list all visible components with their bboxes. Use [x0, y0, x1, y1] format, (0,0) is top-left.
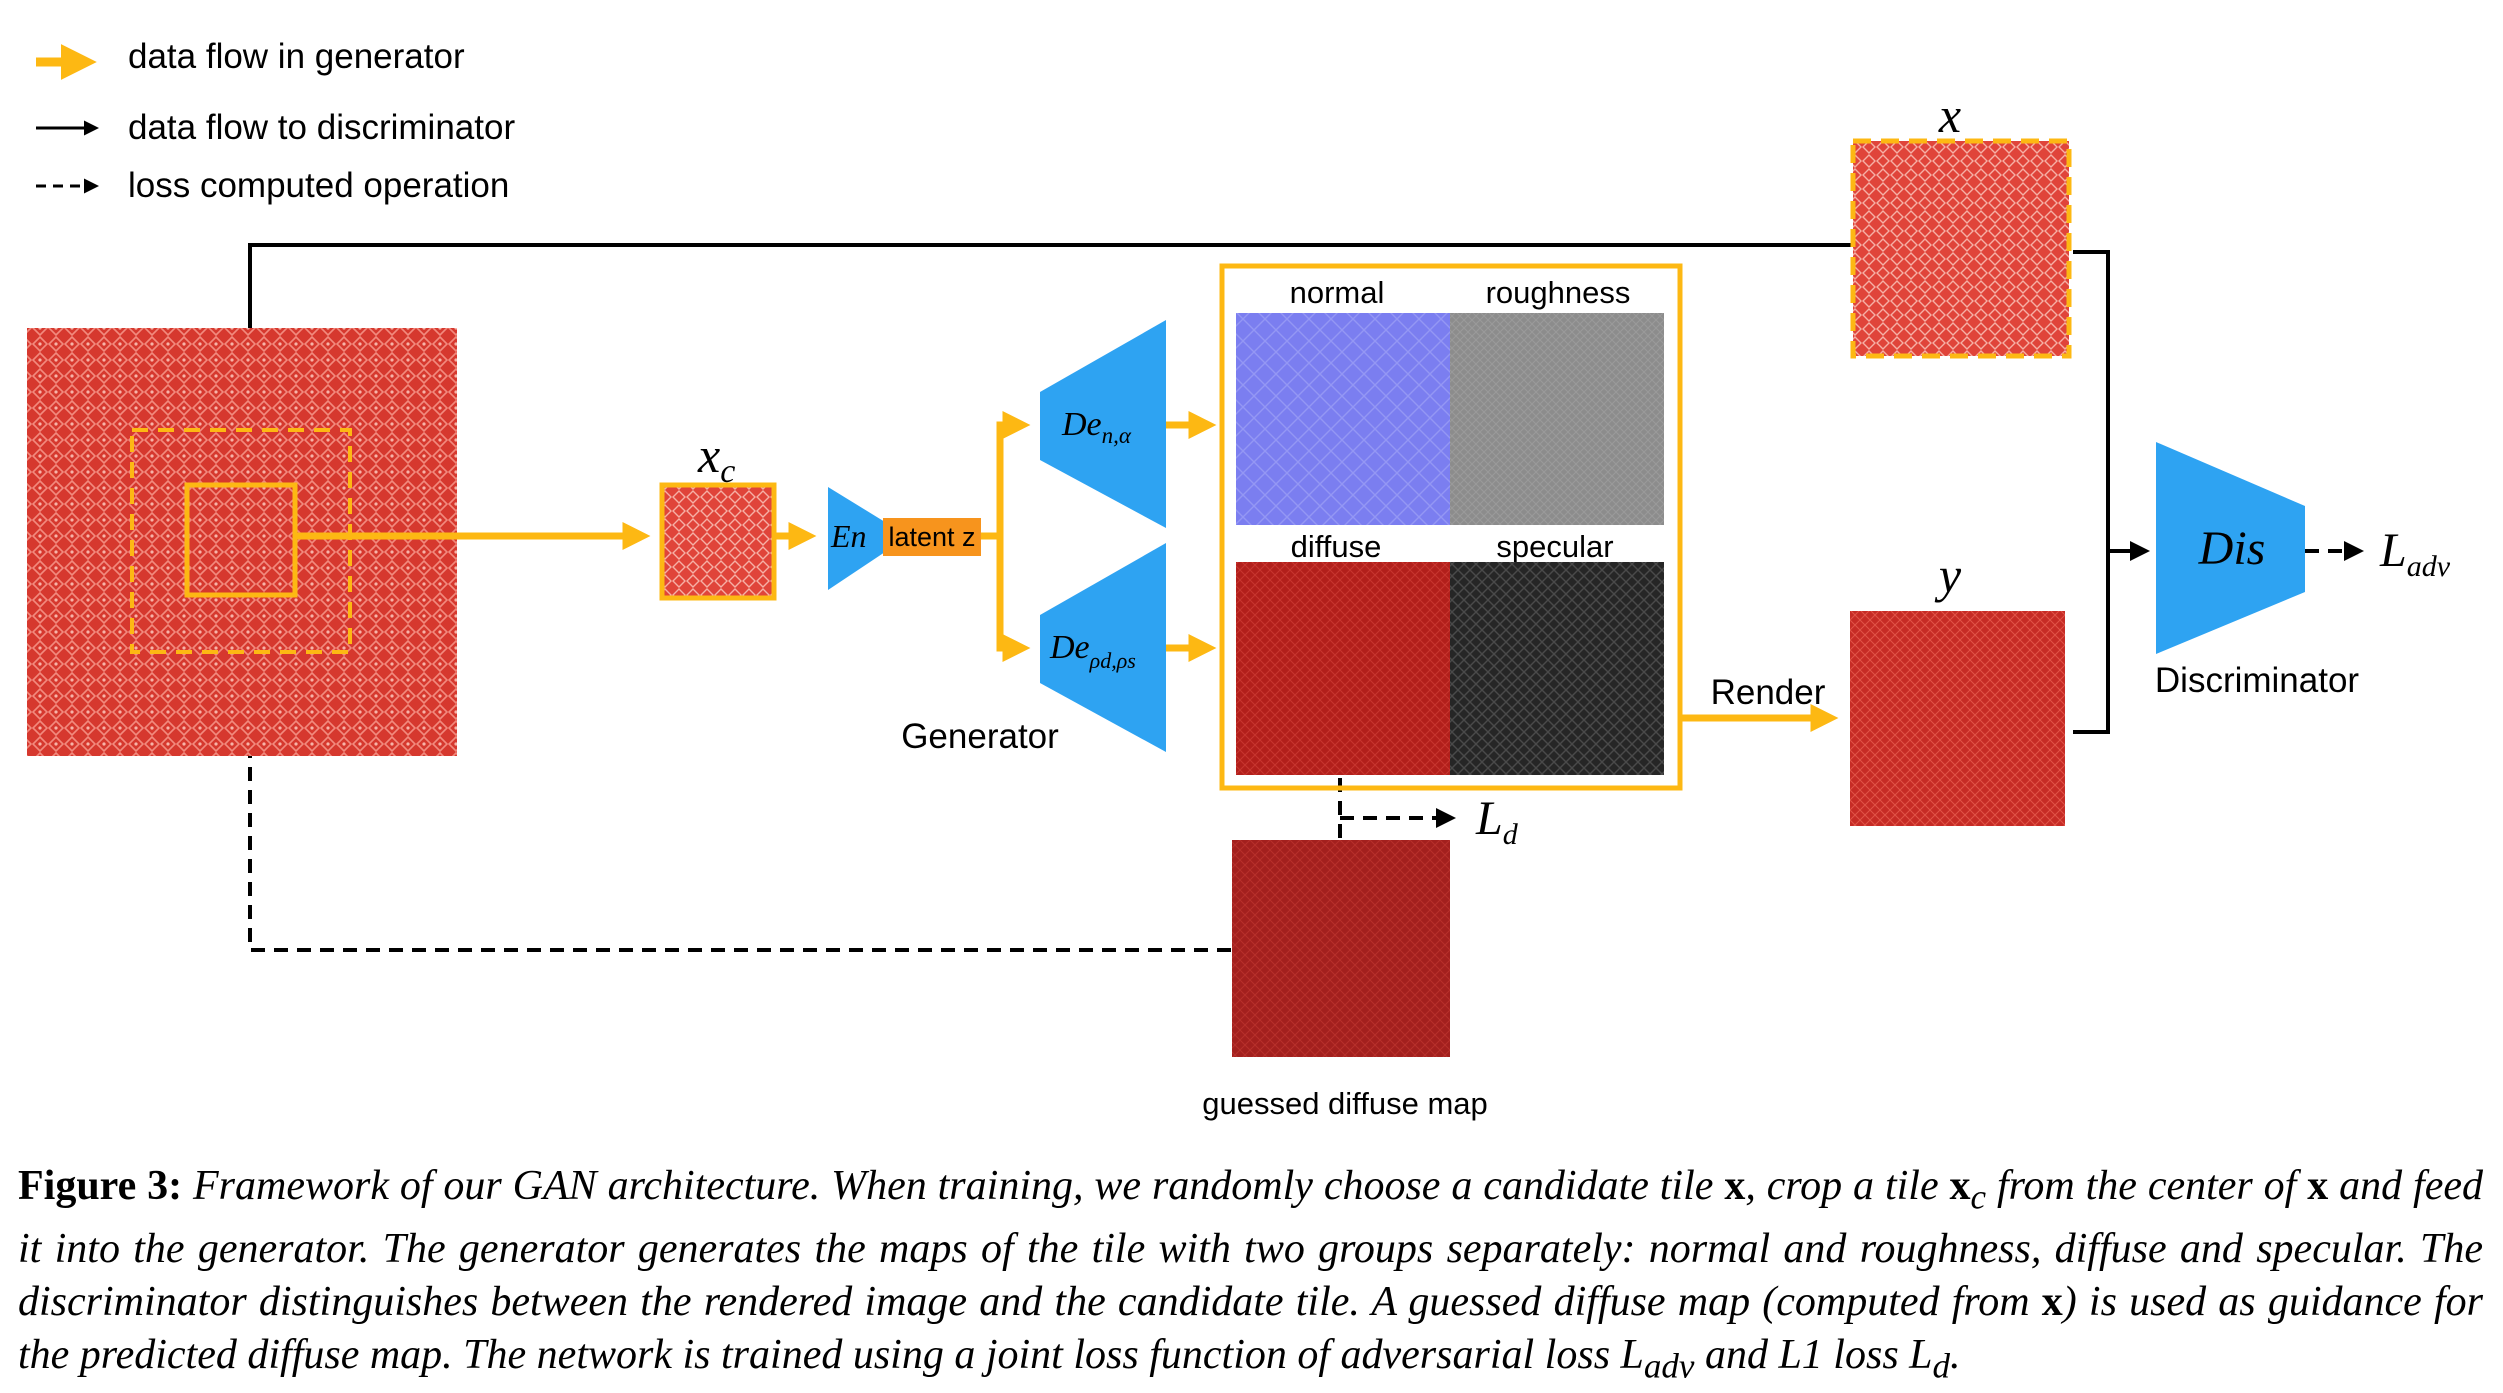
encoder-label: En	[830, 518, 867, 554]
cropped-tile-xc	[659, 482, 777, 601]
decoder-normal-roughness	[1040, 320, 1166, 528]
discriminator-block	[2156, 442, 2305, 654]
caption-ladv-sub: adv	[1643, 1346, 1695, 1386]
caption-x-3: x	[2041, 1279, 2063, 1326]
input-texture-x	[27, 328, 457, 756]
caption-ld-sub: d	[1932, 1346, 1951, 1386]
latent-z-label: latent z	[888, 522, 975, 552]
caption-xc-sub: c	[1970, 1177, 1987, 1217]
generator-label: Generator	[901, 717, 1059, 756]
latent-to-dec1-arrow	[980, 411, 1031, 540]
y-label: y	[1934, 547, 1962, 603]
crop-region-dashed	[130, 428, 352, 654]
specular-label: specular	[1496, 529, 1613, 564]
guessed-diffuse-label: guessed diffuse map	[1202, 1086, 1488, 1121]
encoder-block	[828, 487, 885, 590]
specular-map	[1450, 562, 1664, 775]
x-candidate-label: x	[1938, 87, 1961, 143]
dis-inputs-line	[2073, 250, 2110, 734]
rendered-image-y	[1850, 611, 2065, 826]
ld-label: Ld	[1475, 792, 1519, 851]
render-label: Render	[1711, 673, 1826, 712]
caption-text-1: Framework of our GAN architecture. When …	[182, 1163, 1725, 1209]
decoder-diffuse-specular	[1040, 543, 1166, 752]
roughness-map	[1450, 313, 1664, 525]
guessed-diffuse-map	[1232, 840, 1450, 1057]
discriminator-label: Discriminator	[2155, 661, 2360, 700]
xc-label: xc	[697, 427, 735, 490]
generated-maps-frame	[1219, 263, 1683, 791]
caption-text-2: , crop a tile	[1745, 1163, 1950, 1209]
figure-label: Figure 3:	[18, 1163, 183, 1209]
decoder2-label: Deρd,ρs	[1049, 629, 1136, 673]
caption-text-5: ) is used as guidance for the predicted …	[18, 1279, 2483, 1379]
normal-label: normal	[1290, 275, 1385, 310]
dis-label: Dis	[2198, 522, 2266, 575]
caption-text-7: .	[1950, 1332, 1961, 1379]
ladv-label: Ladv	[2379, 524, 2451, 583]
roughness-label: roughness	[1486, 275, 1631, 310]
legend: data flow in generator data flow to disc…	[36, 37, 515, 205]
diffuse-label: diffuse	[1291, 529, 1382, 564]
legend-loss-label: loss computed operation	[128, 166, 509, 205]
normal-map	[1236, 313, 1450, 525]
decoder1-label: Den,α	[1061, 406, 1132, 448]
caption-x-2: x	[2307, 1163, 2329, 1209]
candidate-tile-frame	[1850, 138, 2072, 359]
legend-discriminator-label: data flow to discriminator	[128, 108, 515, 147]
candidate-tile-x	[1853, 141, 2069, 356]
legend-generator-label: data flow in generator	[128, 37, 465, 76]
caption-text-4: and feed it into the generator. The gene…	[18, 1163, 2483, 1326]
caption-x-1: x	[1724, 1163, 1746, 1209]
caption-text-6: and L1 loss L	[1694, 1332, 1933, 1379]
generator-flow-lines	[295, 411, 1839, 732]
diagram-canvas: data flow in generator data flow to disc…	[27, 37, 2451, 1121]
center-crop-box	[184, 482, 298, 598]
figure-caption: Figure 3: Framework of our GAN architect…	[18, 1160, 2483, 1393]
latent-to-dec2-arrow	[996, 536, 1031, 662]
caption-text-3: from the center of	[1986, 1163, 2308, 1209]
caption-xc: x	[1949, 1163, 1971, 1209]
latent-z-box	[883, 518, 981, 556]
diffuse-map	[1236, 562, 1450, 775]
